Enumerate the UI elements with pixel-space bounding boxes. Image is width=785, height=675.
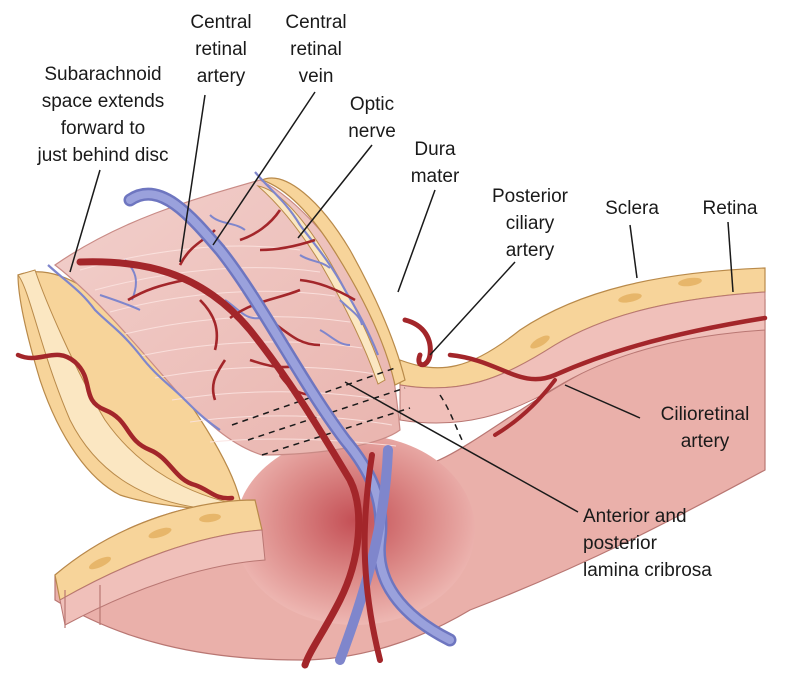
label-optic-line2: nerve — [348, 121, 396, 142]
label-cra-line3: artery — [197, 66, 246, 87]
label-lamina-line3: lamina cribrosa — [583, 560, 712, 581]
label-dura-line1: Dura — [414, 139, 456, 160]
label-lamina-line2: posterior — [583, 533, 658, 554]
label-subarachnoid-line1: Subarachnoid — [44, 64, 161, 85]
label-dura-line2: mater — [411, 166, 460, 187]
label-subarachnoid-line4: just behind disc — [37, 145, 169, 166]
label-crv-line3: vein — [299, 66, 334, 87]
label-posterior-ciliary-artery: Posterior ciliary artery — [492, 186, 569, 261]
label-subarachnoid-line2: space extends — [42, 91, 165, 112]
label-lamina-cribrosa: Anterior and posterior lamina cribrosa — [583, 506, 712, 581]
label-cilio-line2: artery — [681, 431, 730, 452]
posterior-ciliary-vessel — [405, 320, 430, 365]
label-subarachnoid: Subarachnoid space extends forward to ju… — [37, 64, 169, 166]
label-pca-line1: Posterior — [492, 186, 569, 207]
label-dura-mater: Dura mater — [411, 139, 460, 187]
label-retina: Retina — [703, 198, 758, 219]
label-central-retinal-artery: Central retinal artery — [190, 12, 251, 87]
label-optic-line1: Optic — [350, 94, 394, 115]
label-subarachnoid-line3: forward to — [61, 118, 145, 139]
label-cra-line1: Central — [190, 12, 251, 33]
label-cra-line2: retinal — [195, 39, 247, 60]
label-crv-line1: Central — [285, 12, 346, 33]
label-pca-line3: artery — [506, 240, 555, 261]
label-optic-nerve: Optic nerve — [348, 94, 396, 142]
label-pca-line2: ciliary — [506, 213, 555, 234]
label-cilio-line1: Cilioretinal — [661, 404, 750, 425]
label-lamina-line1: Anterior and — [583, 506, 687, 527]
label-central-retinal-vein: Central retinal vein — [285, 12, 346, 87]
label-sclera: Sclera — [605, 198, 659, 219]
label-crv-line2: retinal — [290, 39, 342, 60]
